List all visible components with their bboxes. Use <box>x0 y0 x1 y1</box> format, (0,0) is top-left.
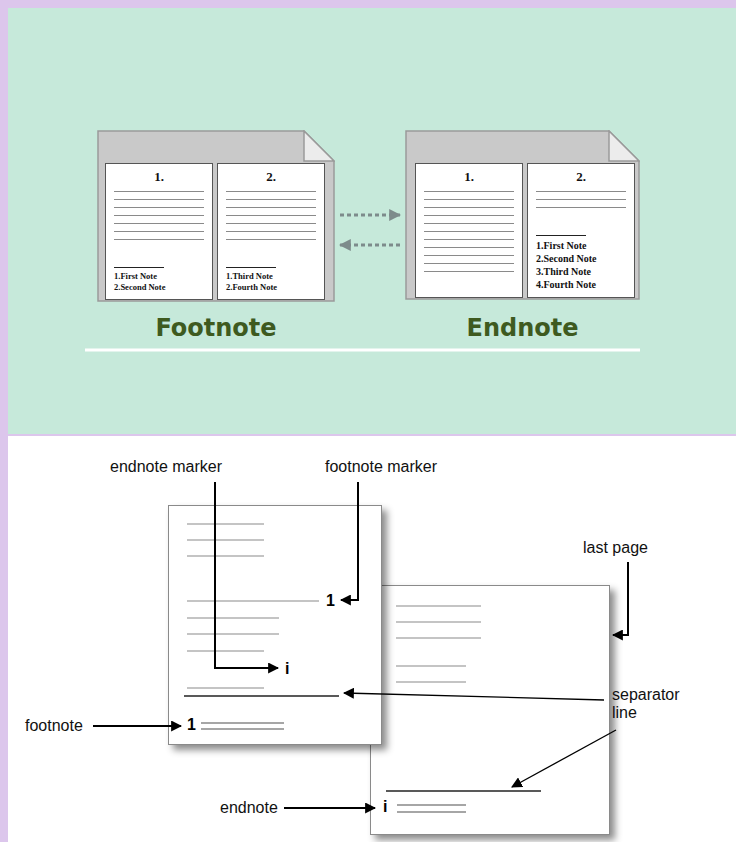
leader-line <box>613 562 628 635</box>
text-line <box>114 207 204 208</box>
text-line <box>424 247 514 248</box>
page: 1. 1.First Note2.Second Note <box>105 163 213 300</box>
page-lines <box>169 506 383 746</box>
top-panel <box>8 8 736 434</box>
text-line <box>114 223 204 224</box>
endnote-document: Endnote1.2.1.First Note2.Second Note3.Th… <box>405 130 640 300</box>
text-line <box>536 199 626 200</box>
note-group: 1.First Note2.Second Note3.Third Note4.F… <box>536 235 626 291</box>
leader-line <box>512 730 616 787</box>
endnote-symbol: i <box>383 798 387 816</box>
text-line <box>424 207 514 208</box>
text-line <box>226 231 316 232</box>
text-line <box>114 239 204 240</box>
page: 1. <box>415 163 523 298</box>
text-line <box>424 239 514 240</box>
note-text: 3.Third Note <box>536 265 626 278</box>
text-line <box>536 191 626 192</box>
text-line <box>226 215 316 216</box>
page: 2. 1.Third Note2.Fourth Note <box>217 163 325 300</box>
page-number: 2. <box>536 169 626 184</box>
text-line <box>114 191 204 192</box>
note-text: 1.Third Note <box>226 271 316 282</box>
leader-line <box>93 725 181 727</box>
conversion-arrow <box>340 214 400 217</box>
text-line <box>424 223 514 224</box>
callout-label: last page <box>583 539 648 557</box>
leader-line <box>341 482 358 600</box>
page-number: 1. <box>424 169 514 184</box>
text-line <box>424 231 514 232</box>
footnote-symbol: 1 <box>326 592 335 610</box>
page-number: 1. <box>114 169 204 184</box>
callout-label: endnote <box>220 799 278 817</box>
text-line <box>114 199 204 200</box>
note-text: 1.First Note <box>536 239 626 252</box>
text-line <box>424 199 514 200</box>
endnote-symbol: i <box>285 660 289 678</box>
text-line <box>226 207 316 208</box>
leader-line <box>344 693 604 700</box>
text-line <box>226 239 316 240</box>
conversion-arrow <box>340 244 400 247</box>
page-lines <box>371 586 611 836</box>
note-text: 1.First Note <box>114 271 204 282</box>
text-line <box>226 199 316 200</box>
document-heading: Footnote <box>77 314 355 342</box>
text-line <box>226 223 316 224</box>
leader-line <box>215 482 278 668</box>
page: 2. 1.First Note2.Second Note3.Third Note4… <box>527 163 635 298</box>
footnote-document: Footnote1.1.First Note2.Second Note2.1.T… <box>97 130 335 302</box>
footnote-symbol: 1 <box>187 716 196 734</box>
bottom-panel <box>8 436 736 842</box>
callout-label: footnote marker <box>325 458 437 476</box>
separator-line <box>114 267 164 268</box>
text-line <box>424 263 514 264</box>
text-line <box>226 191 316 192</box>
note-text: 2.Second Note <box>536 252 626 265</box>
underline <box>85 349 640 352</box>
text-line <box>424 215 514 216</box>
separator-line <box>536 235 586 236</box>
text-line <box>536 207 626 208</box>
callout-label: footnote <box>25 717 83 735</box>
leader-line <box>284 807 375 809</box>
text-line <box>424 191 514 192</box>
page-number: 2. <box>226 169 316 184</box>
note-text: 2.Fourth Note <box>226 282 316 293</box>
separator-line <box>226 267 276 268</box>
callout-label: separator line <box>612 686 692 722</box>
text-line <box>424 255 514 256</box>
front-page: 1 i 1 <box>168 505 382 745</box>
text-line <box>114 215 204 216</box>
note-group: 1.First Note2.Second Note <box>114 267 204 293</box>
text-line <box>424 271 514 272</box>
document-heading: Endnote <box>385 314 660 342</box>
last-page: i <box>370 585 610 835</box>
note-text: 4.Fourth Note <box>536 278 626 291</box>
note-text: 2.Second Note <box>114 282 204 293</box>
note-group: 1.Third Note2.Fourth Note <box>226 267 316 293</box>
text-line <box>114 231 204 232</box>
callout-label: endnote marker <box>110 458 222 476</box>
